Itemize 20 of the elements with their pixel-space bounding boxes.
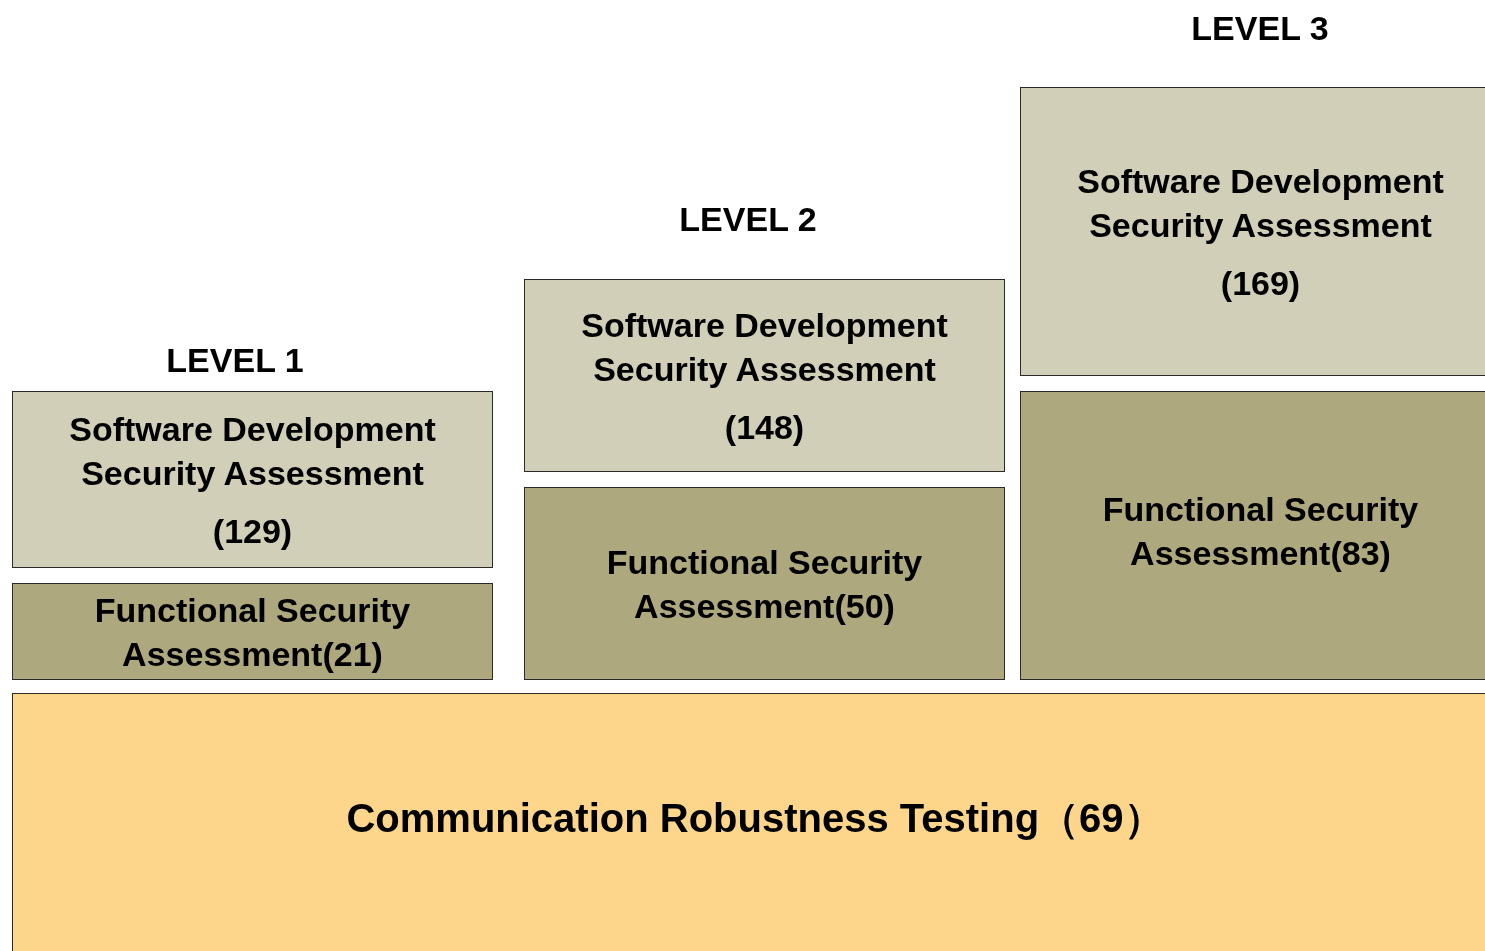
box-title: Communication Robustness Testing（69） — [346, 795, 1164, 842]
assessment-box — [1020, 87, 1485, 376]
box-title: Functional Security Assessment(21) — [93, 589, 412, 675]
assessment-box — [1020, 391, 1485, 680]
box-title: Software Development Security Assessment — [1076, 160, 1445, 246]
box-title: Functional Security Assessment(83) — [1101, 488, 1420, 574]
count-text: (129) — [212, 510, 293, 552]
box-title: Software Development Security Assessment — [68, 408, 437, 494]
count-text: (148) — [724, 406, 805, 448]
assessment-box — [12, 693, 1485, 951]
level-heading: LEVEL 1 — [166, 340, 304, 380]
box-title: Software Development Security Assessment — [580, 304, 949, 390]
level-heading: LEVEL 2 — [679, 199, 817, 239]
box-title: Functional Security Assessment(50) — [605, 541, 924, 627]
level-heading: LEVEL 3 — [1191, 8, 1329, 48]
assessment-box — [524, 279, 1005, 472]
assessment-box — [524, 487, 1005, 680]
count-text: (169) — [1220, 262, 1301, 304]
assessment-box — [12, 391, 493, 568]
assessment-box — [12, 583, 493, 680]
